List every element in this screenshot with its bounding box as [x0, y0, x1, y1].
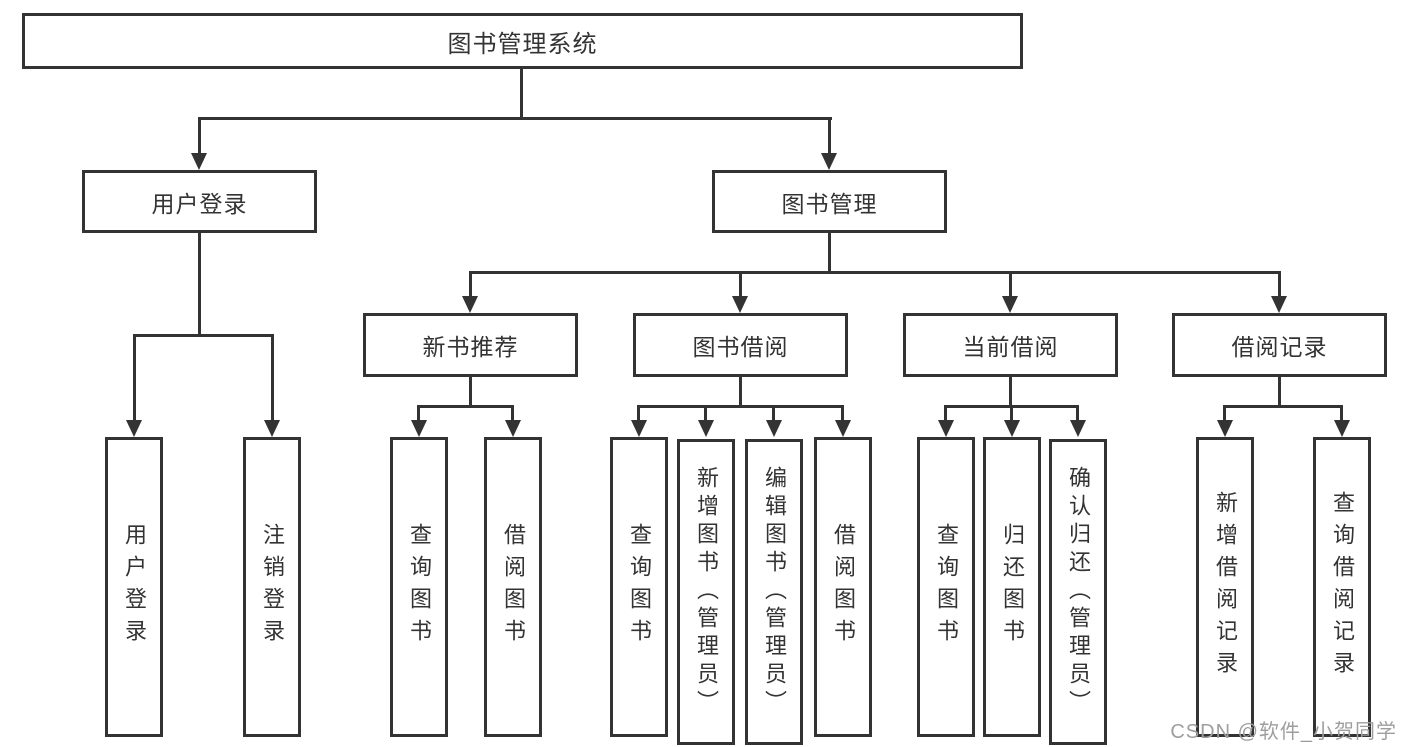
arrowhead-icon [1217, 420, 1233, 437]
arrowhead-icon [698, 420, 714, 437]
edge-to-leaf-cb-query [944, 405, 947, 421]
arrowhead-icon [126, 420, 142, 437]
edge-root-to-book-manage [828, 117, 831, 155]
edge-to-leaf-user-login [133, 334, 136, 421]
edge-user-login-bar [133, 334, 274, 337]
edge-to-leaf-br-query [1340, 405, 1343, 421]
node-root-label: 图书管理系统 [447, 30, 598, 58]
edge-new-book-rec-trunk [469, 377, 472, 408]
edge-to-leaf-rec-query [417, 405, 420, 421]
arrowhead-icon [462, 296, 478, 313]
leaf-logout: 注销登录 [243, 437, 301, 737]
leaf-br-query: 查询借阅记录 [1313, 437, 1371, 737]
arrowhead-icon [835, 420, 851, 437]
node-new-book-rec-label: 新书推荐 [422, 334, 519, 360]
leaf-user-login: 用户登录 [105, 437, 163, 737]
edge-current-borrow-trunk [1009, 377, 1012, 408]
leaf-br-query-label: 查询借阅记录 [1330, 491, 1355, 683]
edge-to-leaf-logout [271, 334, 274, 421]
node-borrow-record: 借阅记录 [1172, 313, 1387, 377]
edge-to-leaf-cb-return [1010, 405, 1013, 421]
arrowhead-icon [938, 420, 954, 437]
edge-root-to-user-login [198, 117, 201, 155]
edge-to-leaf-br-add [1223, 405, 1226, 421]
edge-new-book-rec-bar [418, 405, 514, 408]
node-user-login-label: 用户登录 [151, 190, 248, 217]
edge-book-borrow-bar [638, 405, 844, 408]
edge-to-leaf-bb-add [704, 405, 707, 421]
edge-to-new-book-rec [469, 271, 472, 298]
arrowhead-icon [732, 296, 748, 313]
edge-user-login-trunk [198, 233, 201, 337]
edge-root-bar [198, 117, 832, 120]
leaf-br-add-label: 新增借阅记录 [1213, 491, 1238, 683]
arrowhead-icon [411, 420, 427, 437]
edge-book-borrow-trunk [739, 377, 742, 408]
node-book-manage-label: 图书管理 [781, 190, 878, 217]
leaf-bb-borrow-label: 借阅图书 [831, 523, 856, 651]
leaf-bb-add: 新增图书（管理员） [677, 439, 735, 745]
leaf-user-login-label: 用户登录 [122, 523, 147, 651]
leaf-cb-confirm: 确认归还（管理员） [1049, 439, 1107, 745]
leaf-cb-query-label: 查询图书 [934, 523, 959, 651]
arrowhead-icon [1271, 296, 1287, 313]
csdn-watermark: CSDN @软件_小贺同学 [1170, 721, 1397, 743]
edge-borrow-record-bar [1224, 405, 1343, 408]
edge-to-leaf-bb-borrow [841, 405, 844, 421]
leaf-logout-label: 注销登录 [260, 523, 285, 651]
edge-to-borrow-record [1278, 271, 1281, 298]
arrowhead-icon [631, 420, 647, 437]
arrowhead-icon [1004, 420, 1020, 437]
leaf-bb-edit: 编辑图书（管理员） [745, 439, 803, 745]
edge-borrow-record-trunk [1278, 377, 1281, 408]
edge-book-manage-bar [469, 271, 1281, 274]
arrowhead-icon [1002, 296, 1018, 313]
node-root: 图书管理系统 [22, 13, 1023, 69]
edge-to-leaf-bb-edit [772, 405, 775, 421]
leaf-bb-edit-label: 编辑图书（管理员） [762, 466, 787, 718]
node-current-borrow: 当前借阅 [903, 313, 1118, 377]
arrowhead-icon [505, 420, 521, 437]
leaf-cb-confirm-label: 确认归还（管理员） [1066, 466, 1091, 718]
leaf-bb-borrow: 借阅图书 [814, 437, 872, 737]
leaf-br-add: 新增借阅记录 [1196, 437, 1254, 737]
leaf-rec-query: 查询图书 [390, 437, 448, 737]
node-book-borrow-label: 图书借阅 [692, 334, 789, 360]
edge-to-leaf-bb-query [637, 405, 640, 421]
leaf-bb-query: 查询图书 [610, 437, 668, 737]
leaf-rec-borrow: 借阅图书 [484, 437, 542, 737]
leaf-cb-return-label: 归还图书 [1000, 523, 1025, 651]
leaf-cb-query: 查询图书 [917, 437, 975, 737]
arrowhead-icon [1070, 420, 1086, 437]
node-borrow-record-label: 借阅记录 [1231, 334, 1328, 360]
node-new-book-rec: 新书推荐 [363, 313, 578, 377]
arrowhead-icon [766, 420, 782, 437]
node-book-borrow: 图书借阅 [633, 313, 848, 377]
leaf-bb-query-label: 查询图书 [627, 523, 652, 651]
arrowhead-icon [191, 153, 207, 170]
edge-book-manage-trunk [828, 233, 831, 274]
edge-to-current-borrow [1009, 271, 1012, 298]
leaf-rec-borrow-label: 借阅图书 [501, 523, 526, 651]
arrowhead-icon [1334, 420, 1350, 437]
edge-to-leaf-cb-confirm [1076, 405, 1079, 421]
leaf-rec-query-label: 查询图书 [407, 523, 432, 651]
edge-root-trunk [520, 69, 523, 120]
arrowhead-icon [264, 420, 280, 437]
edge-to-book-borrow [739, 271, 742, 298]
leaf-cb-return: 归还图书 [983, 437, 1041, 737]
edge-to-leaf-rec-borrow [511, 405, 514, 421]
node-book-manage: 图书管理 [712, 170, 947, 233]
node-current-borrow-label: 当前借阅 [962, 334, 1059, 360]
arrowhead-icon [821, 153, 837, 170]
node-user-login: 用户登录 [82, 170, 317, 233]
leaf-bb-add-label: 新增图书（管理员） [694, 466, 719, 718]
